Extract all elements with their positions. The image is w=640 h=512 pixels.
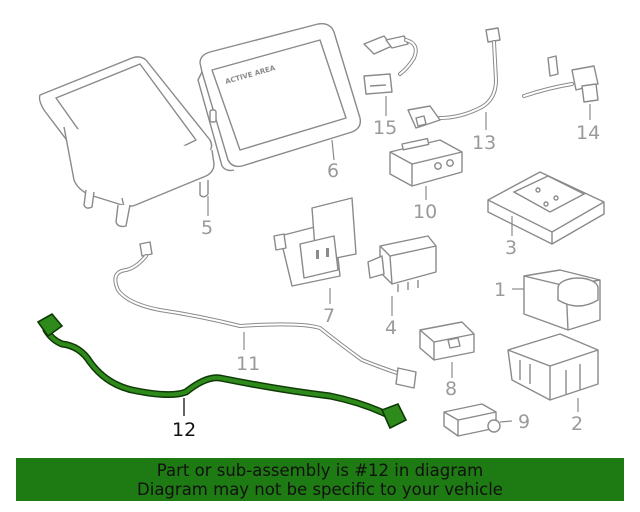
- part-12-highlighted-cable[interactable]: [36, 312, 408, 430]
- callout-labels: 5 6 15 13 14 10 3 7 4 1 8 2 9 11 12: [172, 117, 600, 441]
- part-7-power-outlet[interactable]: [273, 197, 357, 287]
- part-6-touch-display[interactable]: ACTIVE AREA: [197, 22, 362, 172]
- callout-11: 11: [236, 353, 260, 375]
- callout-15: 15: [373, 117, 397, 139]
- part-13-harness[interactable]: [407, 27, 501, 129]
- parts-diagram: ACTIVE AREA: [36, 22, 605, 441]
- part-15-jumper-harness[interactable]: [363, 35, 418, 95]
- part-2-control-box[interactable]: [507, 333, 599, 401]
- part-11-usb-cable[interactable]: [113, 241, 417, 389]
- part-1-control-knob[interactable]: [523, 269, 601, 331]
- callout-9: 9: [518, 411, 530, 433]
- part-3-control-unit[interactable]: [487, 171, 605, 245]
- callout-4: 4: [385, 317, 397, 339]
- part-8-switch[interactable]: [419, 321, 475, 361]
- callout-13: 13: [472, 132, 496, 154]
- part-5-display-housing[interactable]: [38, 56, 215, 228]
- banner-line-1: Part or sub-assembly is #12 in diagram: [156, 461, 484, 480]
- callout-2: 2: [571, 413, 583, 435]
- part-4-relay-module[interactable]: [367, 235, 437, 292]
- callout-10: 10: [413, 201, 437, 223]
- callout-6: 6: [327, 160, 339, 182]
- callout-14: 14: [576, 122, 600, 144]
- callout-5: 5: [201, 217, 213, 239]
- callout-leaders: [183, 96, 591, 423]
- callout-1: 1: [494, 279, 506, 301]
- part-9-sensor[interactable]: [443, 403, 501, 437]
- banner-line-2: Diagram may not be specific to your vehi…: [137, 480, 503, 499]
- callout-7: 7: [323, 305, 335, 327]
- part-14-bracket-harness[interactable]: [522, 55, 599, 103]
- part-10-usb-module[interactable]: [389, 137, 463, 187]
- info-banner: Part or sub-assembly is #12 in diagram D…: [16, 458, 624, 501]
- callout-3: 3: [505, 237, 517, 259]
- callout-8: 8: [445, 378, 457, 400]
- callout-12: 12: [172, 419, 196, 441]
